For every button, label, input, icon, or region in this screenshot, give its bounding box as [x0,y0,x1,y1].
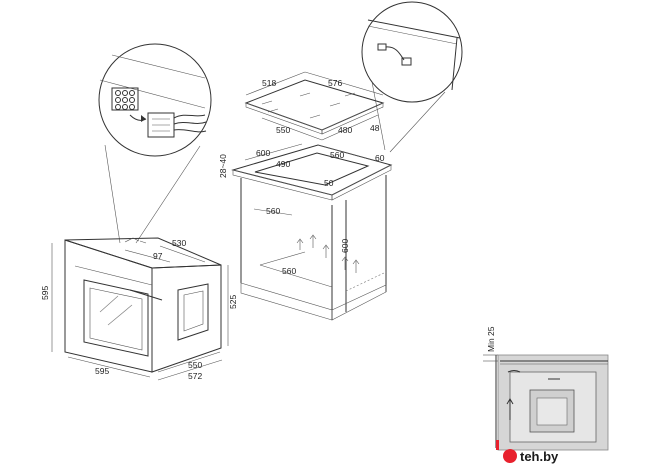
oven-dim-595-height: 595 [40,286,50,300]
teh-logo-icon [503,449,517,463]
inset-dim-min-25: Min 25 [486,326,496,352]
oven: 530 97 595 525 595 550 572 [40,237,238,381]
cabinet-dim-600-height: 600 [340,239,350,253]
watermark: teh.by [503,446,663,466]
hob-cable-callout [361,1,463,153]
airflow-arrow-icon [506,398,514,420]
cabinet-dim-490: 490 [276,159,290,169]
cabinet-dim-560-inner: 560 [266,206,280,216]
connector-callout [98,43,212,244]
hob-dim-48: 48 [370,123,380,133]
terminal-block-icon [111,87,139,111]
cabinet-dim-60: 60 [375,153,385,163]
oven-dim-530: 530 [172,238,186,248]
watermark-text: teh.by [520,448,559,464]
hob-dim-550: 550 [276,125,290,135]
plug-icon [147,112,207,138]
oven-dim-97: 97 [153,251,163,261]
oven-dim-525: 525 [228,295,238,309]
hob-dim-480: 480 [338,125,352,135]
cabinet-dim-560-top: 560 [330,150,344,160]
hob-dim-518: 518 [262,78,276,88]
hob-dim-576: 576 [328,78,342,88]
cabinet: 28~40 600 490 560 60 50 560 600 560 [218,143,393,321]
oven-dim-550: 550 [188,360,202,370]
cabinet-dim-560-bottom: 560 [282,266,296,276]
arrowhead-icon [141,115,146,122]
cabinet-dim-28-40: 28~40 [218,154,228,178]
inset-side-view: Min 25 [483,326,609,451]
oven-dim-572: 572 [188,371,202,381]
hob: 518 576 550 480 48 [244,71,385,141]
airflow-arrows [296,234,360,273]
oven-dim-595-width: 595 [95,366,109,376]
cable-icon [377,43,412,66]
cabinet-dim-50: 50 [324,178,334,188]
cabinet-dim-600: 600 [256,148,270,158]
